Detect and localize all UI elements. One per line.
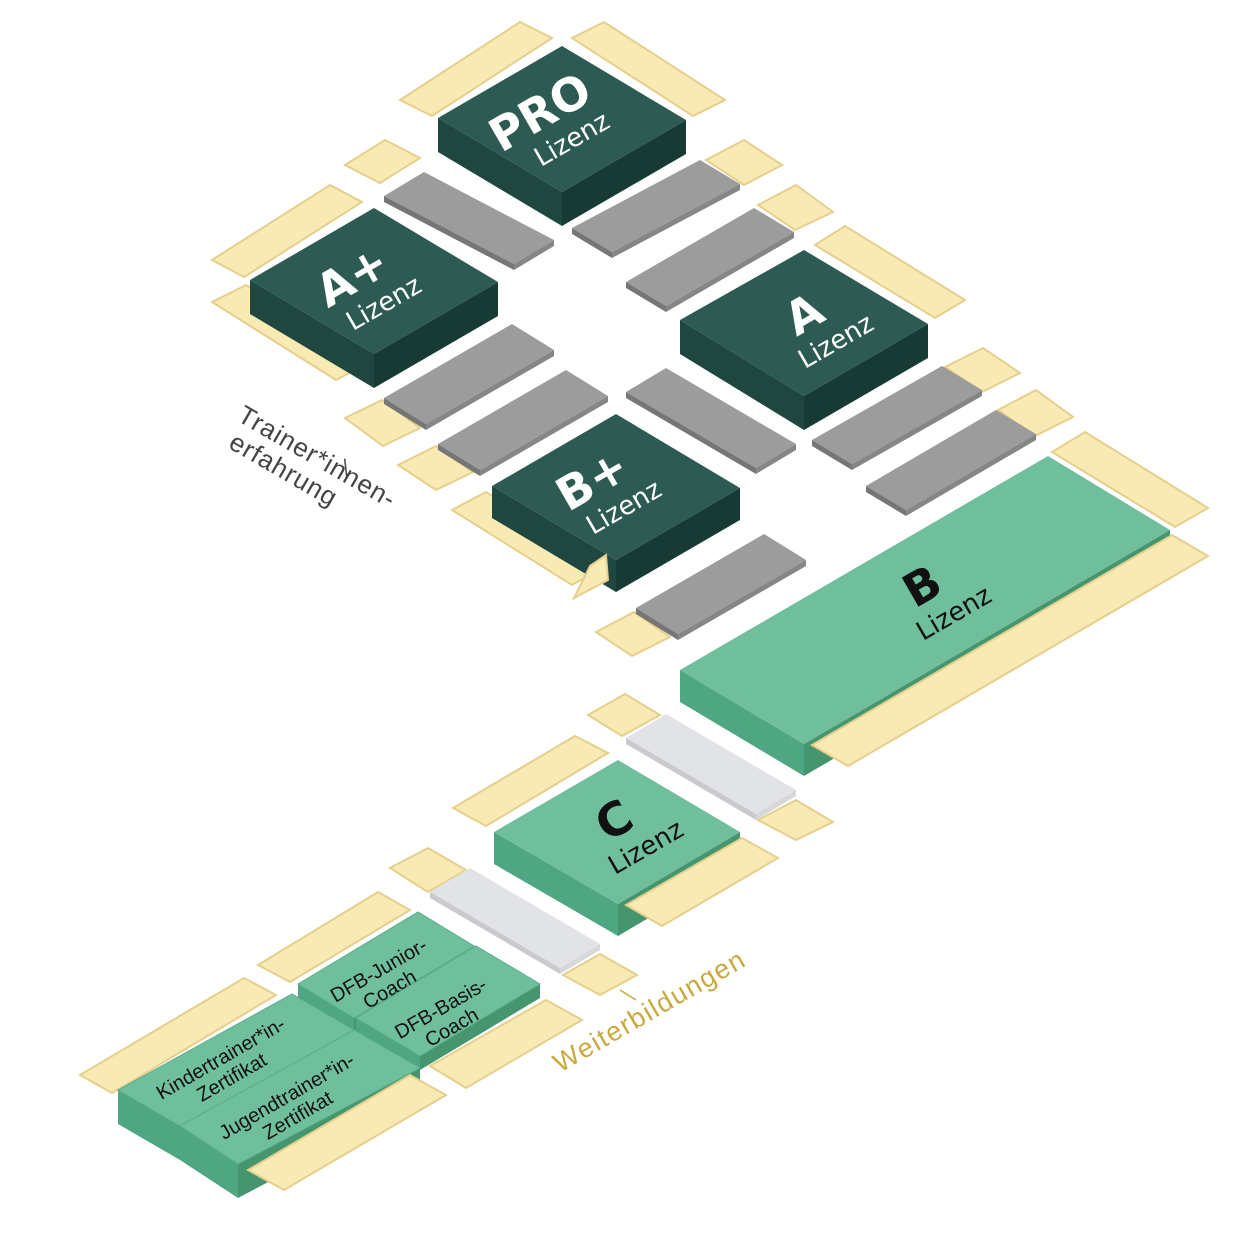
connector-bars (384, 160, 1036, 974)
connector-slab (569, 20, 728, 118)
block-top-face (179, 1029, 422, 1165)
connector-bar (626, 208, 794, 312)
connector-bar (384, 324, 554, 430)
block-left-face (492, 486, 616, 592)
connector-bar (572, 160, 740, 258)
block-left-face (118, 1090, 180, 1160)
connector-slab (210, 183, 364, 279)
license-block-aplus: A+Lizenz (250, 208, 498, 388)
block-top-face (355, 945, 541, 1057)
connector-slab (397, 20, 555, 118)
block-left-face (356, 1018, 420, 1070)
block-top-face (438, 46, 686, 192)
block-left-face (680, 670, 804, 776)
block-right-face (374, 282, 498, 388)
block-right-face (420, 984, 540, 1070)
connector-slab (396, 444, 475, 492)
block-left-face (298, 984, 354, 1032)
connector-slab (450, 734, 611, 828)
connector-slab (571, 553, 610, 601)
connector-bar (866, 410, 1036, 516)
block-top-face (492, 414, 740, 560)
connector-slab (343, 398, 422, 448)
license-block-bplus: B+Lizenz (492, 414, 740, 592)
connector-bar (626, 368, 796, 474)
connector-slab (428, 998, 585, 1090)
front-slabs (245, 533, 1210, 1192)
connector-slab (245, 1073, 449, 1192)
connector-slab (1050, 430, 1210, 529)
block-top-face (680, 456, 1170, 744)
connector-bar (812, 366, 982, 470)
connector-slab (342, 138, 423, 185)
connector-slab (255, 890, 412, 984)
connector-slab (77, 976, 279, 1095)
connector-slab (586, 692, 663, 738)
block-left-face (680, 320, 804, 430)
base-block-dfb_basis: DFB-Basis-Coach (355, 945, 541, 1070)
block-right-face (804, 324, 928, 430)
block-top-face (494, 760, 740, 904)
connector-slab (755, 798, 836, 842)
connector-bar (438, 370, 608, 476)
connector-slab (560, 952, 640, 997)
block-left-face (438, 118, 562, 226)
connector-bar (636, 534, 806, 640)
connector-slab (594, 610, 672, 658)
connector-bar (384, 172, 554, 270)
connector-slab (704, 138, 784, 187)
connector-slab (813, 224, 967, 320)
block-top-face (680, 250, 928, 396)
block-right-face (616, 488, 740, 592)
connector-slab (388, 846, 468, 894)
connector-slabs (77, 20, 1210, 1095)
weiterbildungen-label: Weiterbildungen (548, 944, 751, 1079)
connector-slab (624, 836, 781, 928)
connector-bar (626, 714, 796, 820)
block-left-face (494, 832, 618, 936)
block-right-face (562, 120, 686, 226)
connector-bar (430, 868, 600, 974)
continuing-education-annotation: Weiterbildungen (548, 944, 751, 1079)
block-left-face (180, 1126, 238, 1198)
block-top-face (250, 208, 498, 354)
block-top-face (297, 911, 475, 1019)
block-left-face (250, 280, 374, 388)
connector-slab (756, 183, 835, 232)
connector-slab (810, 533, 1210, 768)
